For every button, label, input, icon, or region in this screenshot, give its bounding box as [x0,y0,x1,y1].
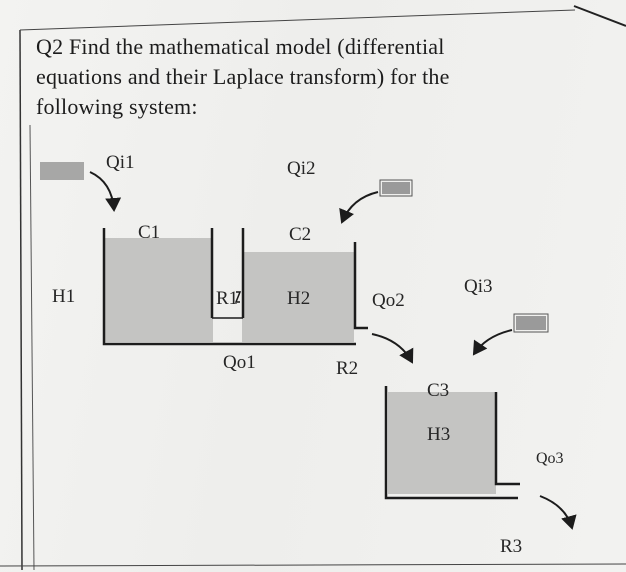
label-qi2: Qi2 [287,158,316,179]
label-h1: H1 [52,286,76,307]
qi1-arrow [89,171,122,212]
qo2-arrow [371,333,414,364]
label-c1: C1 [138,222,161,243]
frame-corner-line [573,5,626,27]
frame-left-border [19,29,23,571]
label-r2: R2 [336,358,359,379]
label-h2: H2 [287,288,311,309]
qi2-pipe [382,182,410,194]
frame-bottom-line [0,563,626,567]
tank2-liquid [242,252,354,342]
label-qo3: Qo3 [536,450,564,467]
qi2-arrow [339,191,379,224]
tank3-walls [384,386,518,500]
frame-left-border-inner [29,124,35,571]
label-h3: H3 [427,424,451,445]
label-r1: R1 [216,288,239,309]
qi3-pipe [516,316,546,330]
tank3-right-wall [494,392,520,486]
qi3-pipe-outline [513,313,549,333]
question-line-2: equations and their Laplace transform) f… [36,64,450,89]
tank3-liquid [388,392,496,494]
label-c3: C3 [427,380,450,401]
label-qo1: Qo1 [223,352,256,373]
tank1-outer-wall [102,228,356,346]
question-line-3: following system: [36,94,198,119]
label-qo2: Qo2 [372,290,405,311]
label-qi3: Qi3 [464,276,493,297]
label-r3: R3 [500,536,523,557]
frame-top-border [19,9,576,31]
tank2-right-wall [353,242,368,330]
label-c2: C2 [289,224,312,245]
left-faucet-blob [40,162,84,180]
tank1-liquid [105,238,213,342]
qi2-pipe-outline [379,179,413,197]
qo3-arrow [539,495,577,530]
question-line-1: Q2 Find the mathematical model (differen… [36,34,445,59]
label-qi1: Qi1 [106,152,135,173]
valve-r1-symbol [234,291,242,303]
qi3-arrow [472,329,513,356]
